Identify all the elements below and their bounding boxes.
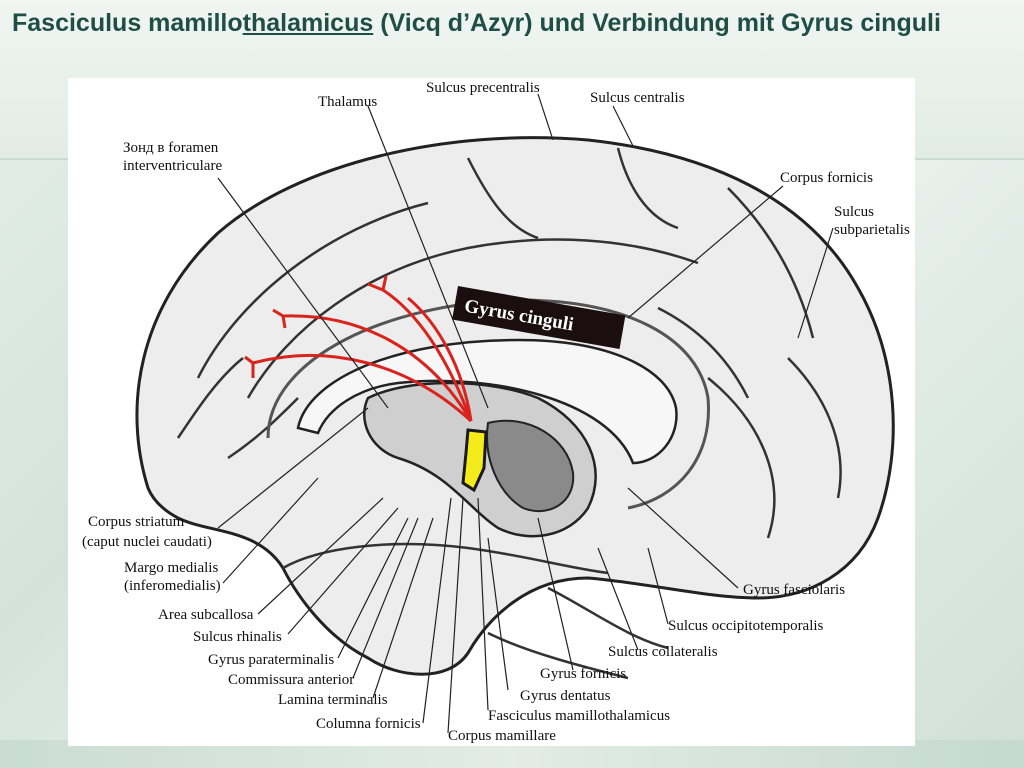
- label-margo-medialis-2: (inferomedialis): [124, 578, 221, 594]
- label-corpus-striatum-1: Corpus striatum: [88, 514, 185, 530]
- label-zond-1: Зонд в foramen: [123, 140, 219, 156]
- title-part-3: (Vicq d’Azyr) und Verbindung mit Gyrus c…: [373, 9, 941, 37]
- label-sulcus-precentralis: Sulcus precentralis: [426, 80, 540, 96]
- tract-line-1: [382, 288, 473, 422]
- title-part-1: Fasciculus mamillo: [12, 9, 243, 37]
- tract-line-4: [407, 296, 473, 422]
- label-corpus-fornicis: Corpus fornicis: [780, 170, 873, 186]
- slide-title: Fasciculus mamillothalamicus (Vicq d’Azy…: [12, 8, 1002, 39]
- gyri-folds: [176, 147, 842, 680]
- label-gyrus-dentatus: Gyrus dentatus: [520, 688, 611, 704]
- label-area-subcallosa: Area subcallosa: [158, 607, 254, 623]
- diagram-labels: Thalamus Sulcus precentralis Sulcus cent…: [82, 80, 910, 744]
- label-sulcus-rhinalis: Sulcus rhinalis: [193, 629, 282, 645]
- label-columna-fornicis: Columna fornicis: [316, 716, 421, 732]
- label-gyrus-fornicis: Gyrus fornicis: [540, 666, 626, 682]
- label-gyrus-paraterminalis: Gyrus paraterminalis: [208, 652, 334, 668]
- tract-line-5: [244, 275, 388, 378]
- pointer-lines: [217, 93, 834, 734]
- label-thalamus: Thalamus: [318, 94, 377, 110]
- label-lamina-terminalis: Lamina terminalis: [278, 692, 388, 708]
- label-corpus-mamillare: Corpus mamillare: [448, 728, 556, 744]
- label-sulcus-collateralis: Sulcus collateralis: [608, 644, 718, 660]
- brain-figure: Gyrus cinguli Thalamus Sulcus precentral…: [68, 78, 915, 746]
- label-sulcus-occipitotemporalis: Sulcus occipitotemporalis: [668, 618, 824, 634]
- label-fasciculus-mamillothalamicus: Fasciculus mamillothalamicus: [488, 708, 670, 724]
- gyrus-cinguli-tag-box: [452, 286, 626, 350]
- tract-lines: [244, 275, 473, 423]
- ventricle: [486, 419, 575, 513]
- title-part-2: thalamicus: [242, 9, 374, 37]
- label-commissura-anterior: Commissura anterior: [228, 672, 354, 688]
- tract-line-3: [252, 353, 473, 423]
- label-sulcus-subparietalis-1: Sulcus: [834, 204, 874, 220]
- label-gyrus-fasciolaris: Gyrus fasciolaris: [743, 582, 845, 598]
- label-corpus-striatum-2: (caput nuclei caudati): [82, 534, 212, 550]
- tract-line-2: [282, 314, 473, 422]
- brain-diagram: Gyrus cinguli Thalamus Sulcus precentral…: [82, 80, 910, 744]
- temporal-lobe: [282, 542, 609, 575]
- label-margo-medialis-1: Margo medialis: [124, 560, 218, 576]
- cingulate-band: [266, 298, 710, 510]
- label-zond-2: interventriculare: [123, 158, 222, 174]
- label-sulcus-subparietalis-2: subparietalis: [834, 222, 910, 238]
- label-sulcus-centralis: Sulcus centralis: [590, 90, 685, 106]
- fasciculus-highlight: [461, 428, 488, 493]
